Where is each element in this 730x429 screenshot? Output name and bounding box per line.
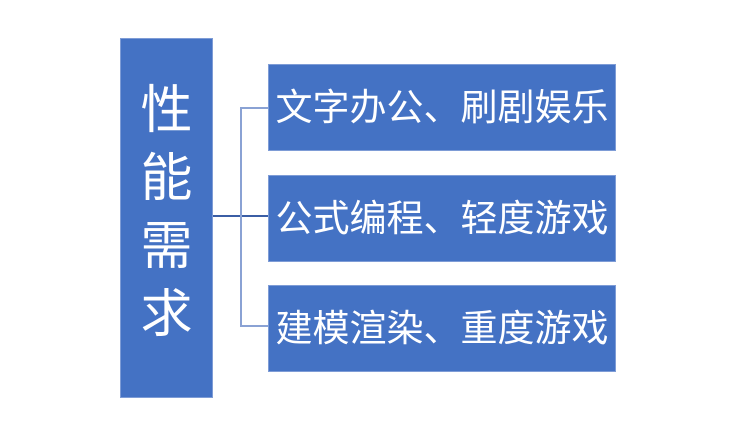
branch-box-label: 公式编程、轻度游戏 xyxy=(275,198,609,239)
connector-trunk-vertical xyxy=(240,107,242,327)
root-box-label: 性能需求 xyxy=(140,82,193,344)
branch-box-label: 建模渲染、重度游戏 xyxy=(275,308,609,349)
connector-branch-bottom xyxy=(240,325,268,327)
branch-box-label: 文字办公、刷剧娱乐 xyxy=(275,87,609,128)
connector-branch-top xyxy=(240,107,268,109)
branch-box-programming-light-gaming: 公式编程、轻度游戏 xyxy=(268,175,616,262)
branch-box-rendering-heavy-gaming: 建模渲染、重度游戏 xyxy=(268,285,616,372)
root-box-performance-requirements: 性能需求 xyxy=(120,38,213,398)
branch-box-office-entertainment: 文字办公、刷剧娱乐 xyxy=(268,64,616,151)
